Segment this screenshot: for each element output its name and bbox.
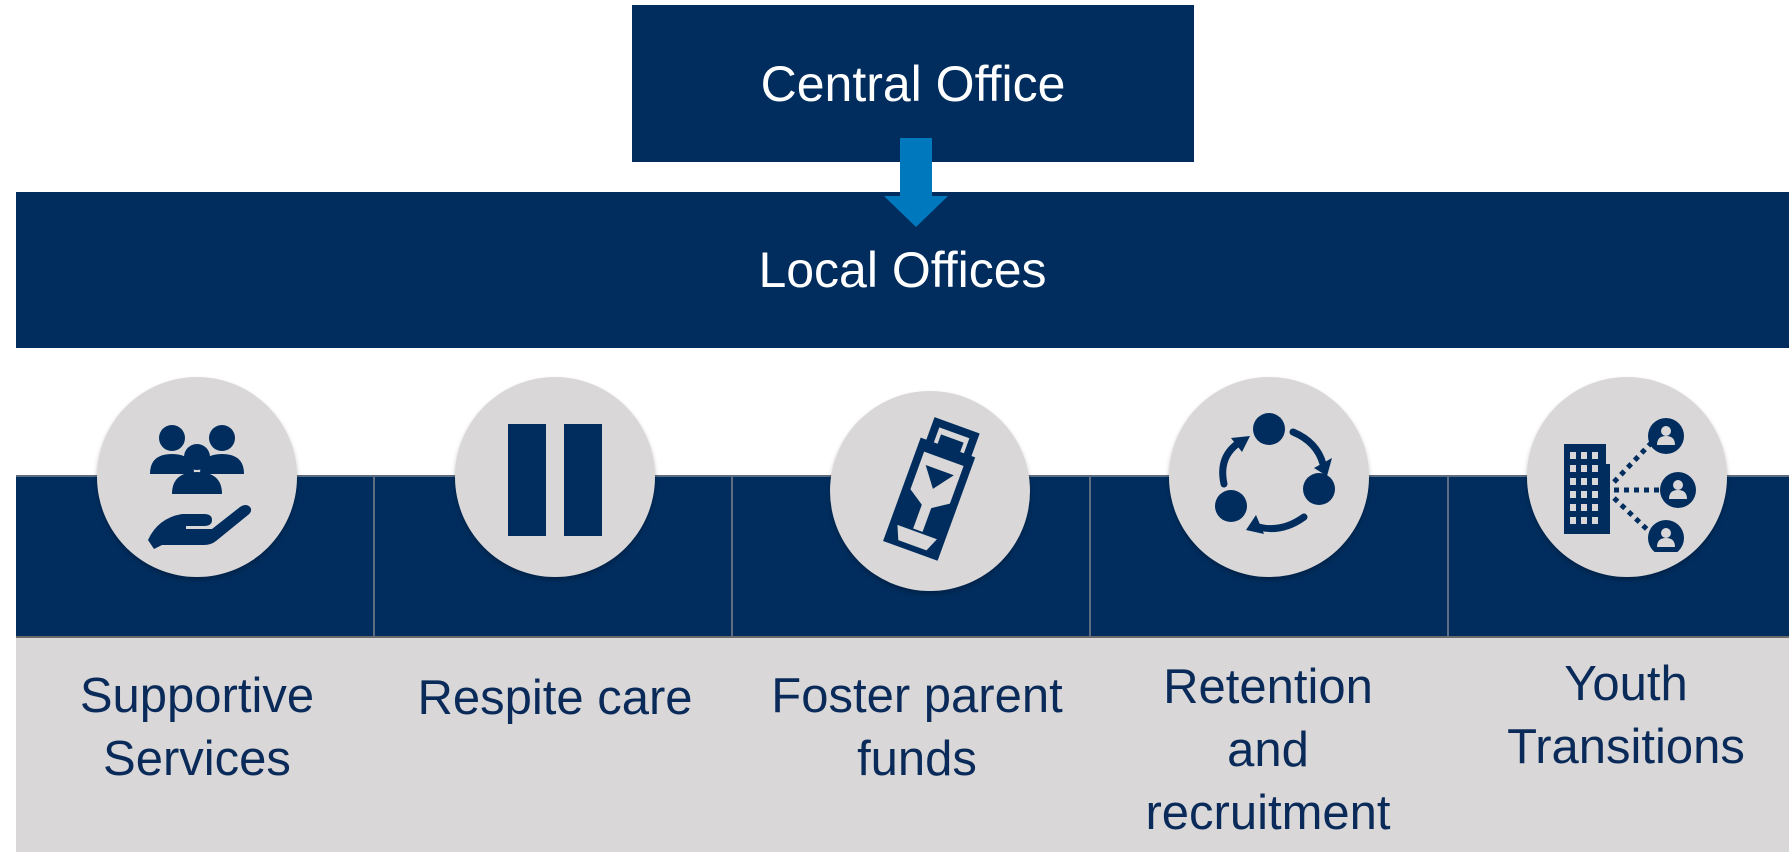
building-network-icon xyxy=(1564,418,1696,552)
respite-care-icon-circle xyxy=(455,377,655,577)
program-label-foster-parent-funds: Foster parent funds xyxy=(771,669,1063,786)
foster-parent-funds-icon-circle xyxy=(830,391,1030,591)
down-arrow-icon xyxy=(884,138,948,227)
column-divider xyxy=(1447,476,1449,637)
money-in-envelope-icon xyxy=(883,417,980,561)
column-divider xyxy=(1089,476,1091,637)
cycle-icon xyxy=(1215,413,1335,534)
program-labels-area xyxy=(16,638,1789,852)
program-label-youth-transitions: Youth Transitions xyxy=(1507,657,1745,774)
retention-recruitment-icon-circle xyxy=(1169,377,1369,577)
program-label-supportive-services: Supportive Services xyxy=(79,669,315,786)
program-label-respite-care: Respite care xyxy=(417,671,693,725)
column-divider xyxy=(373,476,375,637)
central-office-box: Central Office xyxy=(632,5,1194,162)
program-label-retention-recruitment: Retention and recruitment xyxy=(1145,660,1391,840)
supportive-services-icon-circle xyxy=(97,377,297,577)
youth-transitions-icon-circle xyxy=(1527,377,1727,577)
local-offices-bar: Local Offices xyxy=(16,192,1789,348)
pause-icon xyxy=(508,424,602,536)
central-office-label: Central Office xyxy=(760,55,1066,112)
local-offices-label: Local Offices xyxy=(758,242,1047,298)
people-in-hand-icon xyxy=(148,425,252,549)
column-divider xyxy=(731,476,733,637)
band-bottom-border xyxy=(16,636,1789,638)
